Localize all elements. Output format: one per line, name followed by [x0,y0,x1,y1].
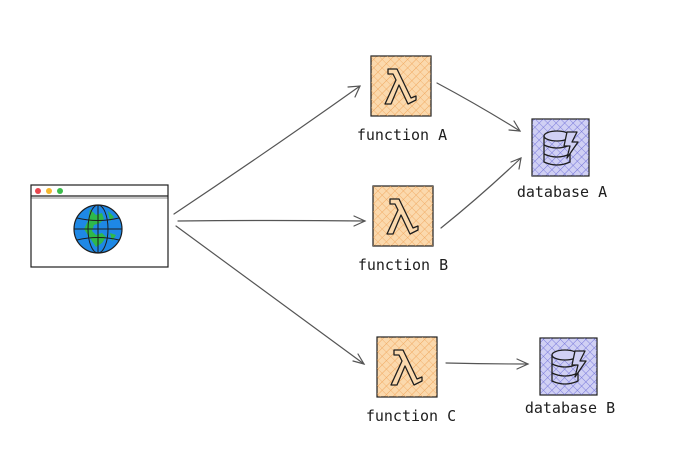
arrow-client-to-function-a [173,85,361,215]
arrow-function-b-to-database-a [440,157,522,229]
arrows [173,82,530,370]
lambda-icon [386,198,419,235]
database-a-label: database A [517,183,607,201]
arrow-client-to-function-b [177,215,367,227]
lambda-icon [390,349,423,386]
window-maximize-dot [57,188,63,194]
function-a-node[interactable]: function A [357,55,447,144]
browser-client [30,184,169,268]
database-lightning-icon [543,130,579,166]
arrow-client-to-function-c [175,225,366,365]
database-lightning-icon [551,349,587,385]
database-a-node[interactable]: database A [517,118,607,201]
arrow-function-a-to-database-a [436,82,522,132]
function-b-label: function B [358,256,448,274]
function-c-node[interactable]: function C [366,336,456,425]
arrow-function-c-to-database-b [445,358,530,370]
database-b-label: database B [525,399,615,417]
window-close-dot [35,188,41,194]
database-b-node[interactable]: database B [525,337,615,417]
function-b-node[interactable]: function B [358,185,448,274]
window-minimize-dot [46,188,52,194]
function-c-label: function C [366,407,456,425]
lambda-icon [384,68,417,105]
globe-icon [73,204,123,254]
function-a-label: function A [357,126,447,144]
